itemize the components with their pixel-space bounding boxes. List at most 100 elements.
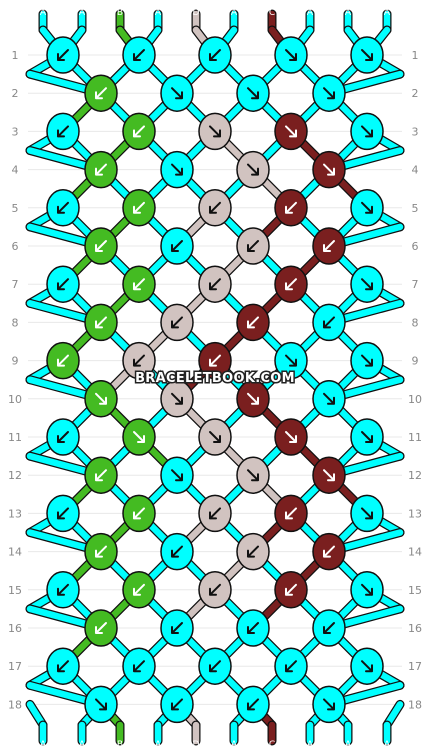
strand-label-bottom: A <box>345 740 352 750</box>
arrow-down-left-icon <box>247 622 259 634</box>
arrow-down-left-icon <box>247 240 259 252</box>
arrow-down-right-icon <box>323 392 335 405</box>
strand-label-bottom: A <box>40 740 47 750</box>
arrow-down-left-icon <box>323 545 335 558</box>
arrow-down-right-icon <box>285 354 297 367</box>
row-number-left: 2 <box>12 87 19 100</box>
strand-label-bottom: B <box>117 740 123 750</box>
arrow-down-left-icon <box>95 545 107 558</box>
knot <box>236 456 270 494</box>
arrow-down-right-icon <box>323 469 335 482</box>
knot <box>160 609 194 647</box>
arrow-down-left-icon <box>323 240 335 252</box>
knot <box>46 647 80 685</box>
row-number-left: 5 <box>12 202 19 215</box>
knot <box>160 303 194 342</box>
knot <box>236 74 270 112</box>
row-number-right: 10 <box>408 393 422 406</box>
arrow-down-right-icon <box>361 583 373 596</box>
knot <box>350 265 384 303</box>
knot <box>198 341 232 380</box>
strand-label-bottom: A <box>155 740 162 750</box>
row-number-right: 14 <box>408 546 422 559</box>
row-number-left: 9 <box>12 355 19 368</box>
arrow-down-right-icon <box>133 431 145 443</box>
knot <box>236 227 270 265</box>
knot <box>122 112 156 151</box>
arrow-down-left-icon <box>57 125 69 138</box>
row-number-right: 2 <box>412 87 419 100</box>
knot <box>198 418 232 456</box>
arrow-down-left-icon <box>95 469 107 482</box>
knot <box>46 265 80 303</box>
strand-label-bottom: C <box>269 740 275 750</box>
arrow-down-left-icon <box>57 507 69 520</box>
strand-label-top: A <box>40 8 47 18</box>
row-number-right: 4 <box>412 164 419 177</box>
row-number-left: 8 <box>12 316 19 329</box>
knot <box>160 456 194 494</box>
knot <box>312 609 346 647</box>
arrow-down-left-icon <box>133 660 145 673</box>
arrow-down-left-icon <box>171 622 183 634</box>
knot <box>236 380 270 418</box>
arrow-down-right-icon <box>361 660 373 673</box>
row-number-left: 18 <box>8 698 22 711</box>
arrow-down-right-icon <box>171 163 183 176</box>
knot <box>350 112 384 151</box>
arrow-down-left-icon <box>247 698 259 711</box>
knot <box>84 150 118 189</box>
knot <box>84 456 118 494</box>
knot <box>274 265 308 303</box>
knot <box>312 227 346 265</box>
knot <box>350 571 384 609</box>
arrow-down-right-icon <box>361 49 373 61</box>
arrow-down-left-icon <box>95 87 107 100</box>
knot <box>46 189 80 227</box>
arrow-down-right-icon <box>95 698 107 711</box>
arrow-down-left-icon <box>133 507 145 520</box>
knot <box>198 189 232 227</box>
knot <box>312 380 346 418</box>
knot <box>122 418 156 456</box>
row-number-right: 11 <box>408 431 422 444</box>
arrow-down-left-icon <box>209 354 221 367</box>
arrow-down-left-icon <box>57 431 69 443</box>
arrow-down-right-icon <box>171 87 183 100</box>
knot <box>122 571 156 609</box>
knot <box>84 380 118 418</box>
strand-label-top: D <box>193 8 200 18</box>
arrow-down-left-icon <box>323 316 335 329</box>
knot <box>236 609 270 647</box>
arrow-down-left-icon <box>285 507 297 520</box>
arrow-down-right-icon <box>361 354 373 367</box>
arrow-down-right-icon <box>361 431 373 443</box>
arrow-down-right-icon <box>247 469 259 482</box>
arrow-down-right-icon <box>247 163 259 176</box>
knot <box>312 456 346 494</box>
arrow-down-right-icon <box>171 469 183 482</box>
knot <box>274 112 308 151</box>
arrow-down-left-icon <box>209 278 221 291</box>
arrow-down-left-icon <box>95 240 107 252</box>
arrow-down-left-icon <box>209 583 221 596</box>
knot <box>160 380 194 418</box>
arrow-down-right-icon <box>209 125 221 138</box>
knot <box>350 341 384 380</box>
arrow-down-right-icon <box>361 507 373 520</box>
arrow-down-right-icon <box>247 87 259 100</box>
knot <box>84 532 118 571</box>
row-number-right: 15 <box>408 584 422 597</box>
knot <box>198 112 232 151</box>
row-number-right: 18 <box>408 698 422 711</box>
knot <box>122 494 156 533</box>
arrow-down-right-icon <box>361 201 373 214</box>
row-number-left: 3 <box>12 125 19 138</box>
arrow-down-right-icon <box>247 392 259 405</box>
arrow-down-left-icon <box>209 507 221 520</box>
knot <box>350 494 384 533</box>
row-number-right: 5 <box>412 202 419 215</box>
strand-label-bottom: D <box>193 740 200 750</box>
knot <box>46 112 80 151</box>
